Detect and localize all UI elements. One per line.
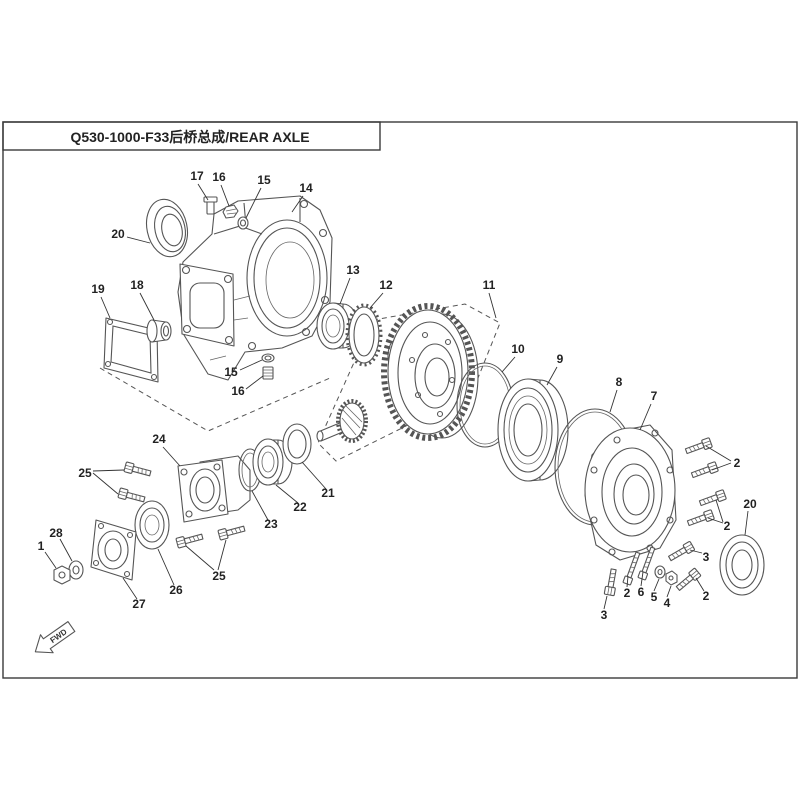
callout-1: 1 (38, 539, 45, 553)
callout-23: 23 (264, 517, 278, 531)
leader-lines (44, 183, 749, 610)
bolt-25c (175, 531, 205, 549)
bolt-3a (666, 540, 696, 564)
part-bearing-9 (497, 378, 569, 482)
part-gasket-19 (103, 317, 159, 383)
callout-8: 8 (616, 375, 623, 389)
callout-4: 4 (664, 596, 671, 610)
callout-20: 20 (111, 227, 125, 241)
part-shim-12 (345, 303, 383, 367)
part-pinion-gear (316, 399, 368, 443)
callout-27: 27 (132, 597, 146, 611)
part-nut-1 (53, 565, 71, 585)
bolt-25b (117, 487, 147, 505)
bolt-2b (690, 461, 719, 481)
part-oil-seal-26 (134, 500, 170, 550)
part-axle-housing-14 (177, 195, 333, 381)
callout-26: 26 (169, 583, 183, 597)
callout-21: 21 (321, 486, 335, 500)
part-drain-plug-16-low (262, 366, 274, 380)
callout-5: 5 (651, 590, 658, 604)
part-oil-seal-20-left (145, 198, 189, 258)
callout-6: 6 (638, 585, 645, 599)
part-washer-28 (68, 560, 84, 580)
callout-15: 15 (224, 365, 238, 379)
part-washer-15-top (237, 216, 249, 230)
part-ring-gear-11 (381, 303, 479, 441)
part-breather-17 (203, 196, 218, 215)
bolt-2c (698, 489, 727, 509)
callout-25: 25 (212, 569, 226, 583)
callout-labels: 17 16 15 14 20 13 12 11 19 18 10 9 15 16… (38, 169, 757, 622)
callout-17: 17 (190, 169, 204, 183)
diagram-title: Q530-1000-F33后桥总成/REAR AXLE (70, 129, 309, 145)
part-washer-5 (654, 565, 666, 579)
callout-22: 22 (293, 500, 307, 514)
part-washer-15-low (261, 353, 275, 363)
callout-11: 11 (483, 278, 496, 292)
part-bearing-housing-24 (177, 455, 251, 523)
callout-12: 12 (379, 278, 393, 292)
callout-28: 28 (49, 526, 63, 540)
callout-2: 2 (703, 589, 710, 603)
callout-3: 3 (601, 608, 608, 622)
bolt-25d (217, 523, 247, 541)
callout-25: 25 (78, 466, 92, 480)
callout-10: 10 (511, 342, 525, 356)
callout-19: 19 (91, 282, 105, 296)
callout-24: 24 (152, 432, 166, 446)
bolt-2a (684, 437, 713, 457)
callout-14: 14 (299, 181, 313, 195)
callout-3: 3 (703, 550, 710, 564)
forward-direction-arrow: FWD (34, 621, 76, 654)
callout-20: 20 (743, 497, 757, 511)
callout-16: 16 (212, 170, 226, 184)
callout-2: 2 (624, 586, 631, 600)
bolt-3b (603, 567, 620, 597)
callout-9: 9 (557, 352, 564, 366)
callout-13: 13 (346, 263, 360, 277)
part-bearing-18 (146, 319, 172, 343)
callout-15: 15 (257, 173, 271, 187)
part-end-cover-7 (584, 424, 677, 561)
callout-2: 2 (724, 519, 731, 533)
title-box (2, 121, 381, 151)
part-flange-27 (90, 519, 137, 581)
part-oil-seal-20-right (719, 534, 765, 596)
diagram-border (2, 121, 798, 679)
part-nut-4 (665, 570, 678, 586)
part-spacer-ring-21 (282, 423, 312, 465)
bolt-25a (123, 461, 153, 479)
part-drain-plug-16-top (222, 204, 239, 219)
callout-16: 16 (231, 384, 245, 398)
callout-18: 18 (130, 278, 144, 292)
callout-7: 7 (651, 389, 658, 403)
callout-2: 2 (734, 456, 741, 470)
